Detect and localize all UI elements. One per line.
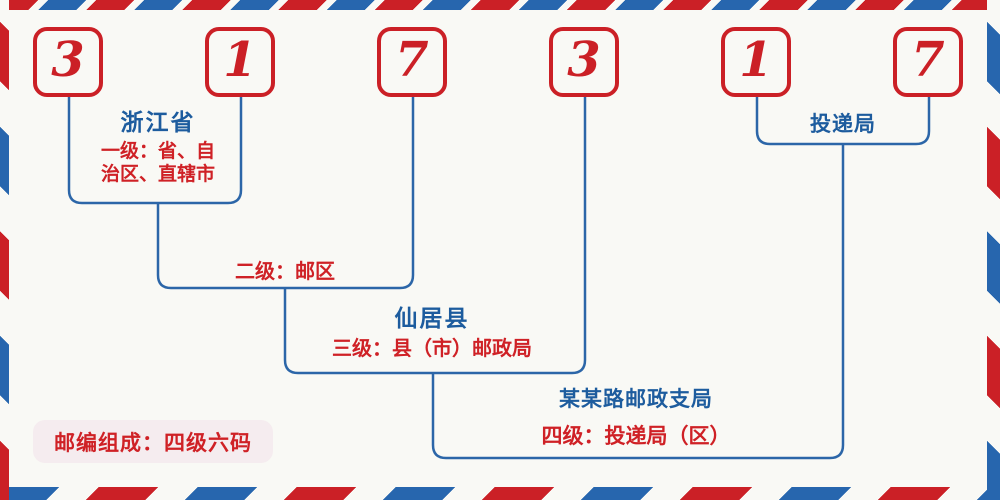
postal-digit-4: 3 xyxy=(567,32,601,88)
level1-region-name: 浙江省 xyxy=(120,110,196,135)
postal-digit-3: 7 xyxy=(395,32,429,88)
delivery-office-label: 投递局 xyxy=(810,112,876,136)
level4-description: 四级：投递局（区） xyxy=(541,424,731,448)
postal-digit-box-4: 3 xyxy=(549,27,619,97)
composition-badge-text: 邮编组成：四级六码 xyxy=(54,430,252,455)
composition-badge: 邮编组成：四级六码 xyxy=(33,420,273,463)
level4-bracket-line xyxy=(431,144,845,460)
postal-digit-1: 3 xyxy=(51,32,85,88)
level1-description: 一级：省、自 治区、直辖市 xyxy=(66,140,250,186)
level1-description-line2: 治区、直辖市 xyxy=(100,164,215,185)
level3-description: 三级：县（市）邮政局 xyxy=(332,338,532,360)
postal-digit-box-1: 3 xyxy=(33,27,103,97)
level1-label-group: 浙江省 一级：省、自 治区、直辖市 xyxy=(66,110,250,186)
level4-branch-name: 某某路邮政支局 xyxy=(559,387,713,411)
postal-digit-5: 1 xyxy=(739,32,773,88)
level3-region-name: 仙居县 xyxy=(394,306,470,331)
level4-label-group: 某某路邮政支局 四级：投递局（区） xyxy=(456,387,816,448)
postal-digit-box-3: 7 xyxy=(377,27,447,97)
delivery-bracket-line xyxy=(755,97,931,146)
postal-digit-2: 1 xyxy=(223,32,257,88)
postal-digit-box-2: 1 xyxy=(205,27,275,97)
level3-label-group: 仙居县 三级：县（市）邮政局 xyxy=(286,306,578,361)
level1-description-line1: 一级：省、自 xyxy=(100,141,215,162)
postal-digit-box-5: 1 xyxy=(721,27,791,97)
level1-bracket-line xyxy=(67,97,243,205)
level3-bracket-line xyxy=(283,97,587,375)
postal-digit-box-6: 7 xyxy=(893,27,963,97)
level2-description: 二级：邮区 xyxy=(235,261,335,283)
postal-digit-6: 7 xyxy=(911,32,945,88)
